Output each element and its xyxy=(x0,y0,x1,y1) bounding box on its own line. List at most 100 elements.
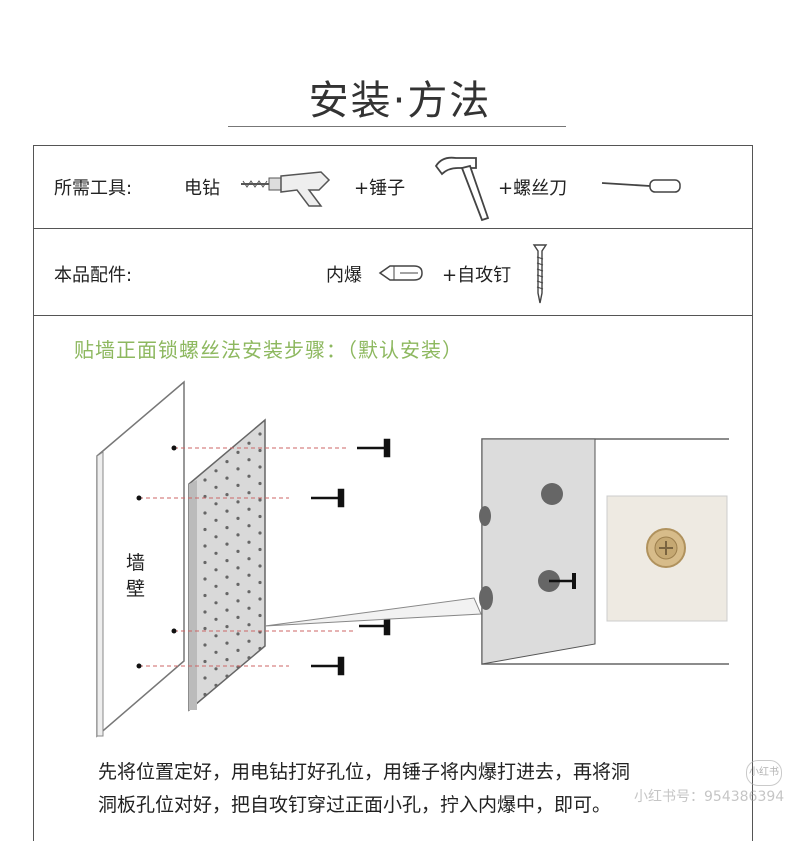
pegboard-hole xyxy=(203,527,207,532)
pegboard-hole xyxy=(214,551,218,555)
pegboard-hole xyxy=(203,626,207,631)
pegboard-hole xyxy=(247,656,251,660)
screwdriver-icon xyxy=(601,179,681,193)
pegboard-hole xyxy=(214,584,218,588)
pegboard-hole xyxy=(225,674,229,678)
pegboard-hole xyxy=(236,467,240,471)
pegboard-hole xyxy=(225,493,229,497)
pegboard-hole xyxy=(258,597,262,601)
pegboard-hole xyxy=(225,592,229,596)
steps-section: 贴墙正面锁螺丝法安装步骤：（默认安装） xyxy=(33,316,784,841)
pegboard-hole xyxy=(247,557,251,561)
pegboard-hole xyxy=(214,535,218,539)
pegboard-hole xyxy=(214,601,218,605)
pegboard-hole xyxy=(247,623,251,627)
tools-row: 所需工具: 电钻 +锤子 +螺丝刀 xyxy=(33,145,753,229)
hammer-icon xyxy=(434,156,490,222)
pegboard-hole xyxy=(203,676,207,680)
pegboard-hole xyxy=(225,526,229,530)
pegboard-hole xyxy=(236,450,240,454)
pegboard-hole xyxy=(203,610,207,614)
pegboard-hole xyxy=(258,646,262,651)
parts-row: 本品配件: 内爆 +自攻钉 xyxy=(33,229,753,316)
pegboard-hole xyxy=(258,448,262,453)
tools-label: 所需工具: xyxy=(54,178,133,199)
pegboard-hole xyxy=(258,481,262,486)
pegboard-hole xyxy=(258,547,262,552)
pegboard-hole xyxy=(236,632,240,636)
pegboard-hole xyxy=(258,432,262,436)
pegboard-hole xyxy=(203,560,207,565)
pegboard-hole xyxy=(225,559,229,563)
pegboard-hole xyxy=(247,491,251,495)
pegboard-hole xyxy=(214,683,218,687)
pegboard-hole xyxy=(203,577,207,581)
pegboard-hole xyxy=(247,540,251,544)
instruction-line-1: 先将位置定好，用电钻打好孔位，用锤子将内爆打进去，再将洞 xyxy=(98,761,631,783)
pegboard-hole xyxy=(214,502,218,506)
pegboard-hole xyxy=(203,692,207,697)
pegboard-hole xyxy=(258,580,262,585)
screw-label: +自攻钉 xyxy=(442,265,512,286)
pegboard-hole xyxy=(225,575,229,579)
pegboard-hole xyxy=(203,494,207,499)
pegboard-hole xyxy=(247,606,251,610)
pegboard-hole xyxy=(203,478,207,482)
pegboard-hole xyxy=(203,643,207,647)
pegboard-hole xyxy=(247,507,251,511)
pegboard-hole xyxy=(225,476,229,480)
pegboard-hole xyxy=(236,516,240,520)
pegboard-hole xyxy=(258,514,262,519)
pegboard-hole xyxy=(225,460,229,464)
pegboard-hole xyxy=(214,617,218,621)
drill-label: 电钻 xyxy=(184,178,220,199)
pegboard-hole xyxy=(225,542,229,546)
pegboard-hole xyxy=(247,441,251,445)
watermark-text: 小红书号：954386394 xyxy=(634,789,785,805)
pegboard-hole xyxy=(236,500,240,504)
screwdriver-label: +螺丝刀 xyxy=(498,178,568,199)
pegboard-hole xyxy=(236,599,240,603)
hammer-label: +锤子 xyxy=(354,178,406,199)
pegboard-hole xyxy=(247,524,251,528)
instructions: 先将位置定好，用电钻打好孔位，用锤子将内爆打进去，再将洞 洞板孔位对好，把自攻钉… xyxy=(98,756,630,822)
installation-diagram xyxy=(96,380,729,738)
pegboard-hole xyxy=(225,509,229,513)
pegboard-hole xyxy=(225,641,229,645)
screws xyxy=(311,438,391,676)
instruction-line-2: 洞板孔位对好，把自攻钉穿过正面小孔，拧入内爆中，即可。 xyxy=(98,794,612,816)
anchor-label: 内爆 xyxy=(326,265,362,286)
pegboard-hole xyxy=(203,511,207,515)
pegboard-hole xyxy=(236,566,240,570)
pegboard-hole xyxy=(214,485,218,489)
pegboard-hole xyxy=(236,533,240,537)
pegboard-hole xyxy=(225,658,229,662)
pegboard-hole xyxy=(247,573,251,577)
pegboard-hole xyxy=(258,498,262,502)
pegboard-hole xyxy=(258,531,262,535)
page-title: 安装·方法 xyxy=(308,78,492,124)
pegboard-hole xyxy=(247,639,251,643)
pegboard-hole xyxy=(258,564,262,568)
pegboard-hole xyxy=(203,544,207,548)
pegboard-hole xyxy=(214,518,218,522)
wall-label-1: 墙 xyxy=(126,552,146,574)
pegboard-hole xyxy=(258,613,262,618)
self-tapping-screw-icon xyxy=(532,244,548,304)
wall-label-2: 壁 xyxy=(126,578,146,600)
drill-icon xyxy=(241,171,331,207)
pegboard-hole xyxy=(247,590,251,594)
pegboard-hole xyxy=(203,659,207,664)
pegboard-hole xyxy=(236,549,240,553)
title-underline xyxy=(228,126,566,127)
pegboard-hole xyxy=(258,465,262,469)
pegboard-hole xyxy=(247,474,251,478)
pegboard-hole xyxy=(236,582,240,586)
pegboard-hole xyxy=(225,625,229,629)
pegboard-hole xyxy=(214,469,218,473)
pegboard-hole xyxy=(225,608,229,612)
pegboard-hole xyxy=(214,667,218,671)
pegboard-hole xyxy=(236,648,240,652)
pegboard-hole xyxy=(247,458,251,462)
pegboard-hole xyxy=(214,634,218,638)
